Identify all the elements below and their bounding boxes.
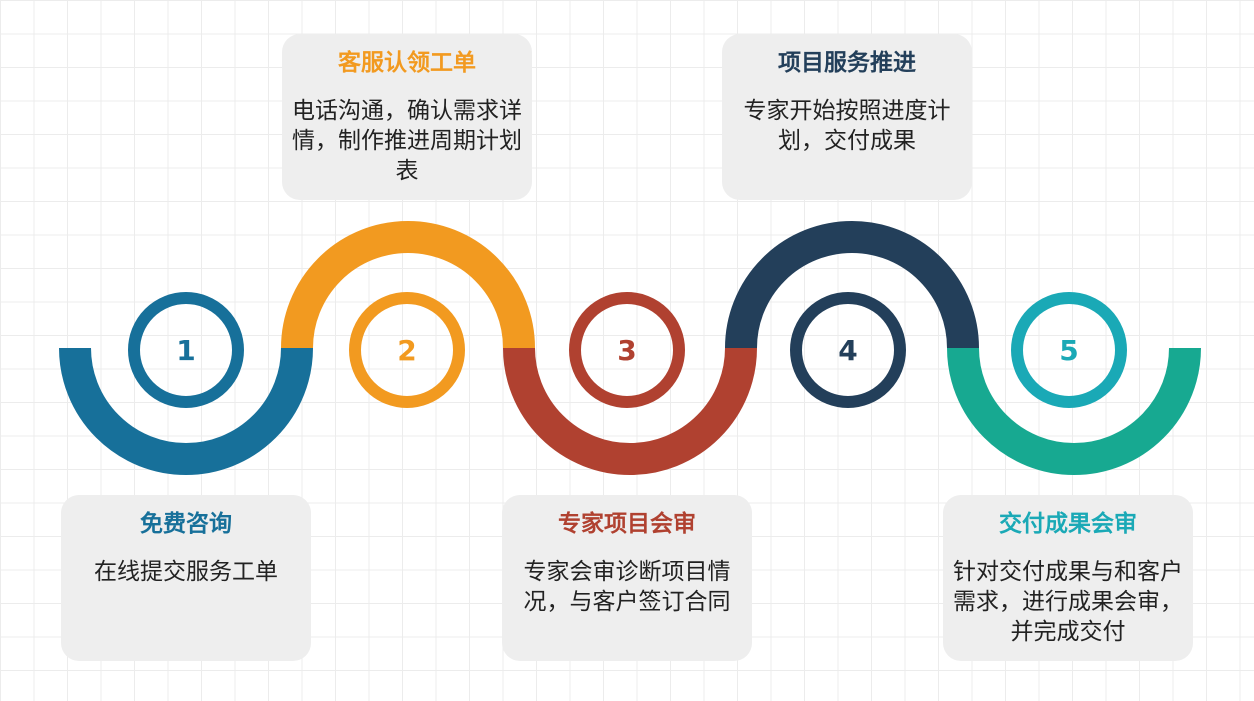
step-card-2: 客服认领工单 电话沟通，确认需求详情，制作推进周期计划表 [282, 34, 532, 200]
step-title-4: 项目服务推进 [778, 50, 916, 76]
step-ring-2 [349, 292, 465, 408]
step-ring-4 [790, 292, 906, 408]
step-number-3: 3 [617, 333, 637, 367]
step-number-4: 4 [838, 333, 858, 367]
wave-segment-5 [947, 347, 1201, 475]
step-desc-3: 专家会审诊断项目情况，与客户签订合同 [523, 559, 731, 615]
step-card-1: 免费咨询 在线提交服务工单 [61, 495, 311, 661]
step-title-3: 专家项目会审 [558, 511, 696, 537]
wave-segment-3 [503, 347, 757, 475]
step-desc-1: 在线提交服务工单 [94, 559, 278, 585]
step-card-3: 专家项目会审 专家会审诊断项目情况，与客户签订合同 [502, 495, 752, 661]
step-number-1: 1 [176, 333, 196, 367]
step-card-4: 项目服务推进 专家开始按照进度计划，交付成果 [722, 34, 972, 200]
step-desc-2: 电话沟通，确认需求详情，制作推进周期计划表 [292, 98, 522, 184]
step-title-2: 客服认领工单 [338, 50, 476, 76]
step-ring-1 [128, 292, 244, 408]
step-desc-5: 针对交付成果与和客户需求，进行成果会审，并完成交付 [953, 559, 1183, 645]
step-card-5: 交付成果会审 针对交付成果与和客户需求，进行成果会审，并完成交付 [943, 495, 1193, 661]
step-title-5: 交付成果会审 [999, 511, 1137, 537]
wave-segment-4 [725, 221, 979, 349]
step-title-1: 免费咨询 [140, 511, 232, 537]
step-ring-5 [1011, 292, 1127, 408]
step-number-2: 2 [397, 333, 417, 367]
wave-segment-2 [281, 221, 535, 349]
wave-segment-1 [59, 347, 313, 475]
step-number-5: 5 [1059, 333, 1079, 367]
step-desc-4: 专家开始按照进度计划，交付成果 [743, 98, 951, 154]
step-ring-3 [569, 292, 685, 408]
